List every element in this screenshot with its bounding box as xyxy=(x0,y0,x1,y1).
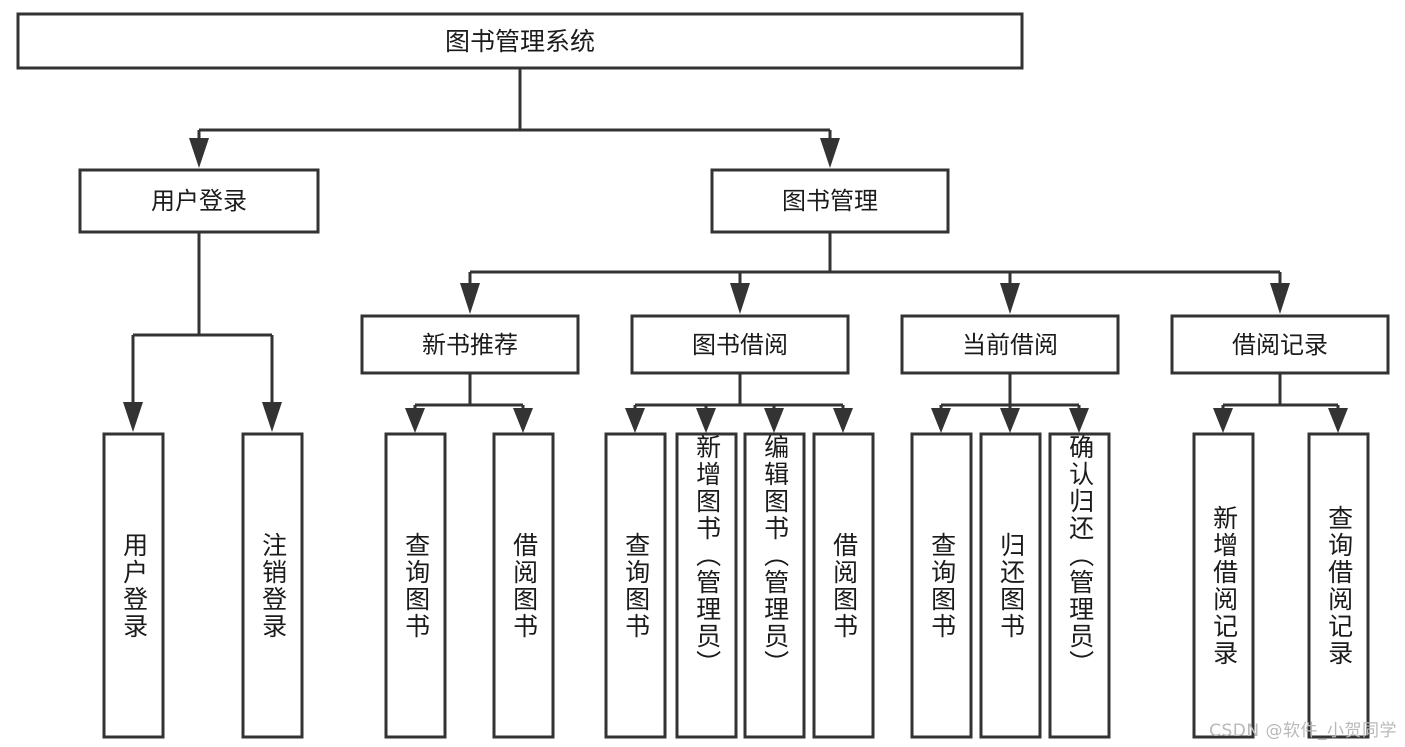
node-root-box[interactable] xyxy=(16,12,1024,70)
arrow-head-leaf-user-login xyxy=(123,402,143,432)
arrow-head-leaf-query-book-3 xyxy=(931,408,951,433)
leaf-box-query-record[interactable] xyxy=(1307,432,1370,739)
connector-group-current-borrow-to-leaves xyxy=(931,373,1089,433)
node-user-login[interactable]: 用户登录 xyxy=(78,168,320,234)
node-borrow-record-label: 借阅记录 xyxy=(1232,331,1328,359)
node-book-manage[interactable]: 图书管理 xyxy=(710,168,950,234)
node-current-borrow-box[interactable] xyxy=(900,314,1120,375)
arrow-head-leaf-add-book xyxy=(696,408,716,433)
arrow-head-leaf-return-book xyxy=(1000,408,1020,433)
node-current-borrow-label: 当前借阅 xyxy=(962,331,1058,359)
leaf-box-query-book-1[interactable] xyxy=(384,432,447,739)
arrow-head-leaf-borrow-book-1 xyxy=(513,408,533,433)
arrow-head-leaf-query-record xyxy=(1328,408,1348,433)
arrow-head-new-book-recommend xyxy=(460,283,480,314)
arrow-head-book-borrow xyxy=(730,283,750,314)
leaf-box-confirm-return[interactable] xyxy=(1048,432,1111,739)
arrow-head-leaf-query-book-2 xyxy=(625,408,645,433)
leaf-box-user-login[interactable] xyxy=(102,432,165,739)
arrow-head-leaf-add-record xyxy=(1213,408,1233,433)
node-book-borrow-label: 图书借阅 xyxy=(692,331,788,359)
leaf-box-borrow-book-2[interactable] xyxy=(812,432,875,739)
arrow-head-borrow-record xyxy=(1270,283,1290,314)
leaf-boxes-new-book-recommend xyxy=(384,432,555,739)
node-user-login-box[interactable] xyxy=(78,168,320,234)
node-borrow-record-box[interactable] xyxy=(1170,314,1390,375)
arrow-head-leaf-logout-login xyxy=(262,402,282,432)
leaf-boxes-book-borrow xyxy=(604,432,875,739)
connector-group-user-login-to-leaves xyxy=(123,232,282,432)
connector-group-root-to-level2 xyxy=(189,68,840,168)
node-new-book-recommend[interactable]: 新书推荐 xyxy=(360,314,580,375)
leaf-box-add-book[interactable] xyxy=(675,432,738,739)
leaf-box-return-book[interactable] xyxy=(979,432,1042,739)
arrow-head-leaf-borrow-book-2 xyxy=(833,408,853,433)
arrow-head-user-login xyxy=(189,138,209,168)
leaf-box-query-book-3[interactable] xyxy=(910,432,973,739)
node-root-label: 图书管理系统 xyxy=(445,27,595,56)
node-borrow-record[interactable]: 借阅记录 xyxy=(1170,314,1390,375)
arrow-head-leaf-confirm-return xyxy=(1069,408,1089,433)
connector-group-borrow-record-to-leaves xyxy=(1213,373,1348,433)
arrow-head-leaf-edit-book xyxy=(764,408,784,433)
connector-group-book-manage-to-level3 xyxy=(460,232,1290,314)
watermark-csdn: CSDN @软件_小贺同学 xyxy=(1209,721,1397,741)
node-new-book-recommend-label: 新书推荐 xyxy=(422,331,518,359)
node-book-manage-box[interactable] xyxy=(710,168,950,234)
connector-group-book-borrow-to-leaves xyxy=(625,373,853,433)
leaf-box-logout-login[interactable] xyxy=(241,432,304,739)
leaf-boxes-user-login xyxy=(102,432,304,739)
node-book-borrow[interactable]: 图书借阅 xyxy=(630,314,850,375)
node-new-book-recommend-box[interactable] xyxy=(360,314,580,375)
leaf-box-edit-book[interactable] xyxy=(743,432,806,739)
leaf-box-borrow-book-1[interactable] xyxy=(492,432,555,739)
arrow-head-book-manage xyxy=(820,138,840,168)
connector-group-new-book-recommend-to-leaves xyxy=(405,373,533,433)
leaf-boxes-borrow-record xyxy=(1192,432,1370,739)
node-current-borrow[interactable]: 当前借阅 xyxy=(900,314,1120,375)
arrow-head-current-borrow xyxy=(1000,283,1020,314)
node-user-login-label: 用户登录 xyxy=(151,187,247,215)
node-root[interactable]: 图书管理系统 xyxy=(16,12,1024,70)
leaf-box-query-book-2[interactable] xyxy=(604,432,667,739)
leaf-boxes-current-borrow xyxy=(910,432,1111,739)
leaf-box-add-record[interactable] xyxy=(1192,432,1255,739)
arrow-head-leaf-query-book-1 xyxy=(405,408,425,433)
node-book-manage-label: 图书管理 xyxy=(782,187,878,215)
node-book-borrow-box[interactable] xyxy=(630,314,850,375)
